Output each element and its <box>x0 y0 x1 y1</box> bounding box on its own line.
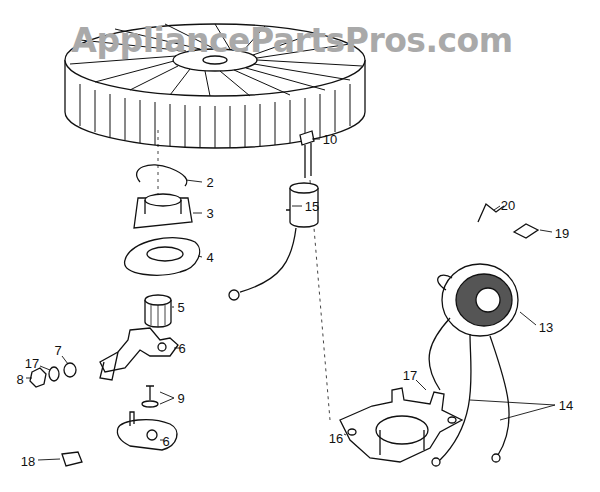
callout-number: 18 <box>21 455 35 468</box>
spring-clip <box>137 165 187 186</box>
alignment-line <box>158 130 330 420</box>
callout-number: 7 <box>54 344 61 357</box>
small-block <box>62 452 82 466</box>
cam-sleeve <box>145 295 171 327</box>
callout-number: 13 <box>539 321 553 334</box>
cam-collar <box>134 194 192 228</box>
watermark: AppliancePartsPros.com <box>71 24 512 57</box>
condenser-screw <box>300 131 314 178</box>
callout-number: 17 <box>25 357 39 370</box>
callout-number: 19 <box>555 227 569 240</box>
breaker-plate <box>117 412 177 450</box>
breaker-arm <box>100 328 178 380</box>
wire-clip <box>478 204 504 222</box>
callout-number: 2 <box>206 176 213 189</box>
dust-cover-plate <box>125 238 200 275</box>
insulator-tab <box>514 224 538 238</box>
callout-number: 8 <box>16 373 23 386</box>
callout-number: 14 <box>559 399 573 412</box>
coil-bracket <box>340 388 462 462</box>
callout-number: 10 <box>323 133 337 146</box>
callout-number: 9 <box>177 392 184 405</box>
callout-number: 6 <box>178 342 185 355</box>
ignition-coil <box>429 264 518 466</box>
callout-number: 16 <box>329 432 343 445</box>
callout-number: 3 <box>206 207 213 220</box>
callout-number: 17 <box>403 369 417 382</box>
callout-number: 4 <box>206 251 213 264</box>
callout-number: 5 <box>177 301 184 314</box>
callout-number: 20 <box>501 199 515 212</box>
leader-line <box>26 139 555 460</box>
callout-number: 15 <box>305 200 319 213</box>
callout-number: 6 <box>162 435 169 448</box>
condenser <box>229 183 318 300</box>
screw-washer <box>142 386 158 407</box>
